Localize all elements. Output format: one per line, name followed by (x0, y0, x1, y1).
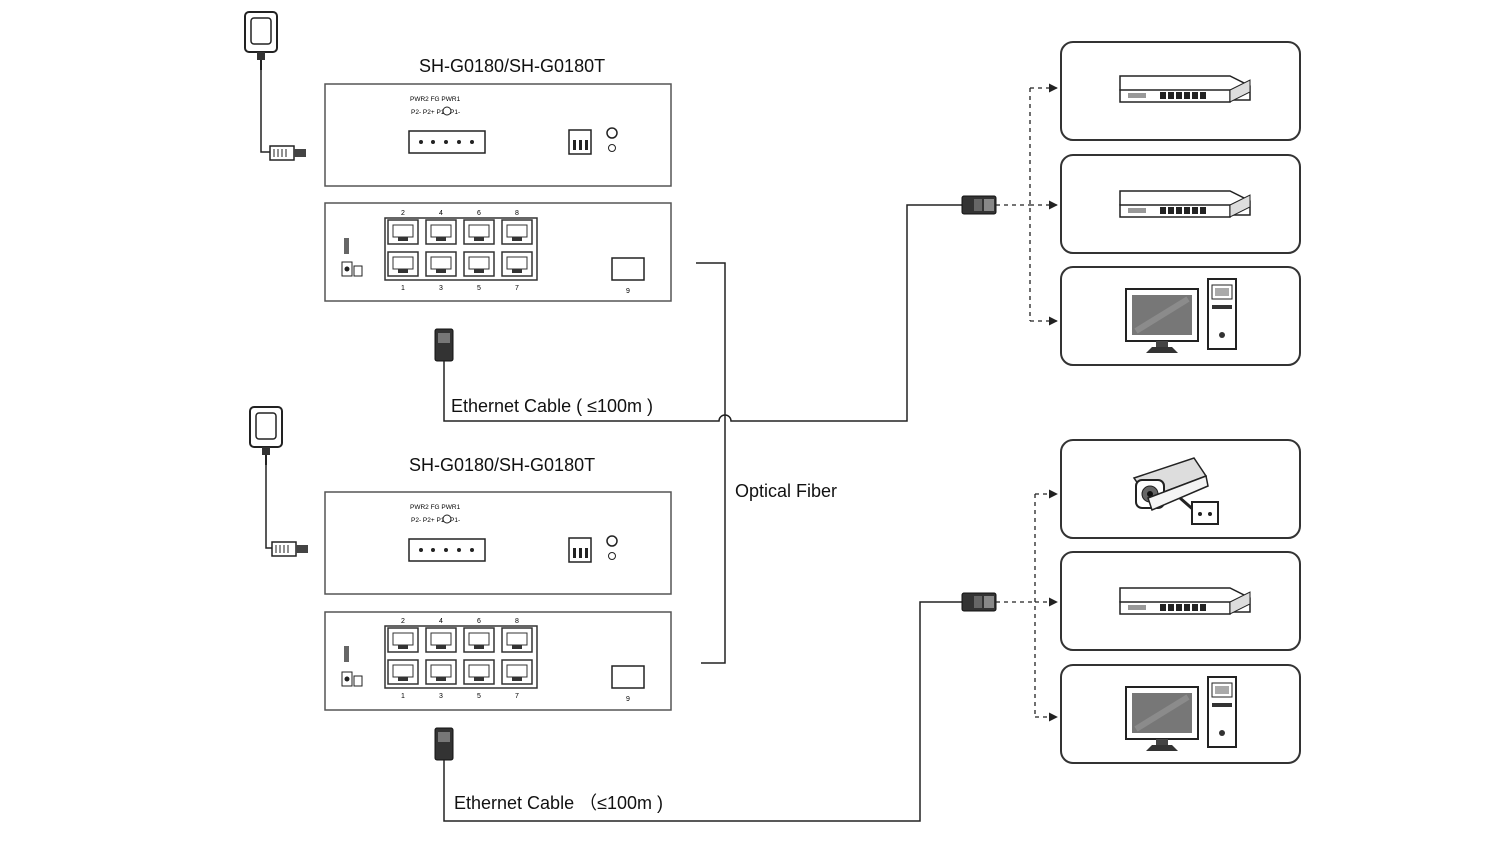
switch-top-model-label: SH-G0180/SH-G0180T (419, 56, 606, 76)
ethernet-connector-icon (434, 727, 454, 761)
terminal-label-bottom: P2- P2+ P1+ P1- (411, 109, 460, 116)
port-number: 4 (439, 618, 443, 625)
ethernet-connector-icon (961, 195, 997, 215)
terminal-plug-icon (271, 541, 309, 557)
ground-screw-icon (606, 535, 618, 547)
distribution-top (996, 83, 1058, 326)
switch-top: PWR2 FG PWR1 P2- P2+ P1+ P1- 2 4 6 8 1 3… (244, 11, 672, 302)
switch-bottom-panel (324, 491, 672, 595)
desktop-computer-icon (1126, 279, 1236, 353)
port-number: 5 (477, 285, 481, 292)
terminal-label-top: PWR2 FG PWR1 (410, 96, 461, 103)
switch-icon (1119, 75, 1251, 103)
port-number: 7 (515, 693, 519, 700)
ethernet-cable-top (443, 204, 962, 422)
port-number: 1 (401, 693, 405, 700)
distribution-bottom (996, 489, 1058, 722)
device-group-top (1060, 41, 1301, 366)
switch-top-panel (324, 83, 672, 187)
port-number: 3 (439, 285, 443, 292)
terminal-label-bottom: P2- P2+ P1+ P1- (411, 517, 460, 524)
terminal-label-top: PWR2 FG PWR1 (410, 504, 461, 511)
port-number: 3 (439, 693, 443, 700)
switch-icon (1119, 587, 1251, 615)
ground-screw-icon (606, 127, 618, 139)
sfp-port (611, 257, 645, 281)
power-adapter-icon (249, 406, 283, 466)
switch-icon (1119, 190, 1251, 218)
ethernet-cable-bottom-label: Ethernet Cable （≤100m ) (454, 793, 663, 813)
port-number: 2 (401, 210, 405, 217)
port-number: 9 (626, 288, 630, 295)
switch-bottom: PWR2 FG PWR1 P2- P2+ P1+ P1- 2 4 6 8 1 3… (249, 406, 672, 711)
port-number: 8 (515, 210, 519, 217)
ethernet-cable-bottom (443, 601, 962, 822)
port-number: 9 (626, 696, 630, 703)
port-number: 8 (515, 618, 519, 625)
desktop-computer-icon (1126, 677, 1236, 751)
power-adapter-icon (244, 11, 278, 71)
sfp-port (611, 665, 645, 689)
ethernet-connector-icon (434, 328, 454, 362)
optical-fiber-label: Optical Fiber (735, 481, 838, 501)
switch-bottom-model-label: SH-G0180/SH-G0180T (409, 455, 596, 475)
port-number: 6 (477, 210, 481, 217)
port-number: 7 (515, 285, 519, 292)
ethernet-cable-top-label: Ethernet Cable ( ≤100m ) (451, 396, 653, 416)
port-number: 1 (401, 285, 405, 292)
optical-fiber-line (696, 262, 726, 664)
ethernet-connector-icon (961, 592, 997, 612)
terminal-plug-icon (269, 145, 307, 161)
port-number: 5 (477, 693, 481, 700)
device-group-bottom (1060, 439, 1301, 764)
port-number: 4 (439, 210, 443, 217)
port-number: 6 (477, 618, 481, 625)
port-number: 2 (401, 618, 405, 625)
